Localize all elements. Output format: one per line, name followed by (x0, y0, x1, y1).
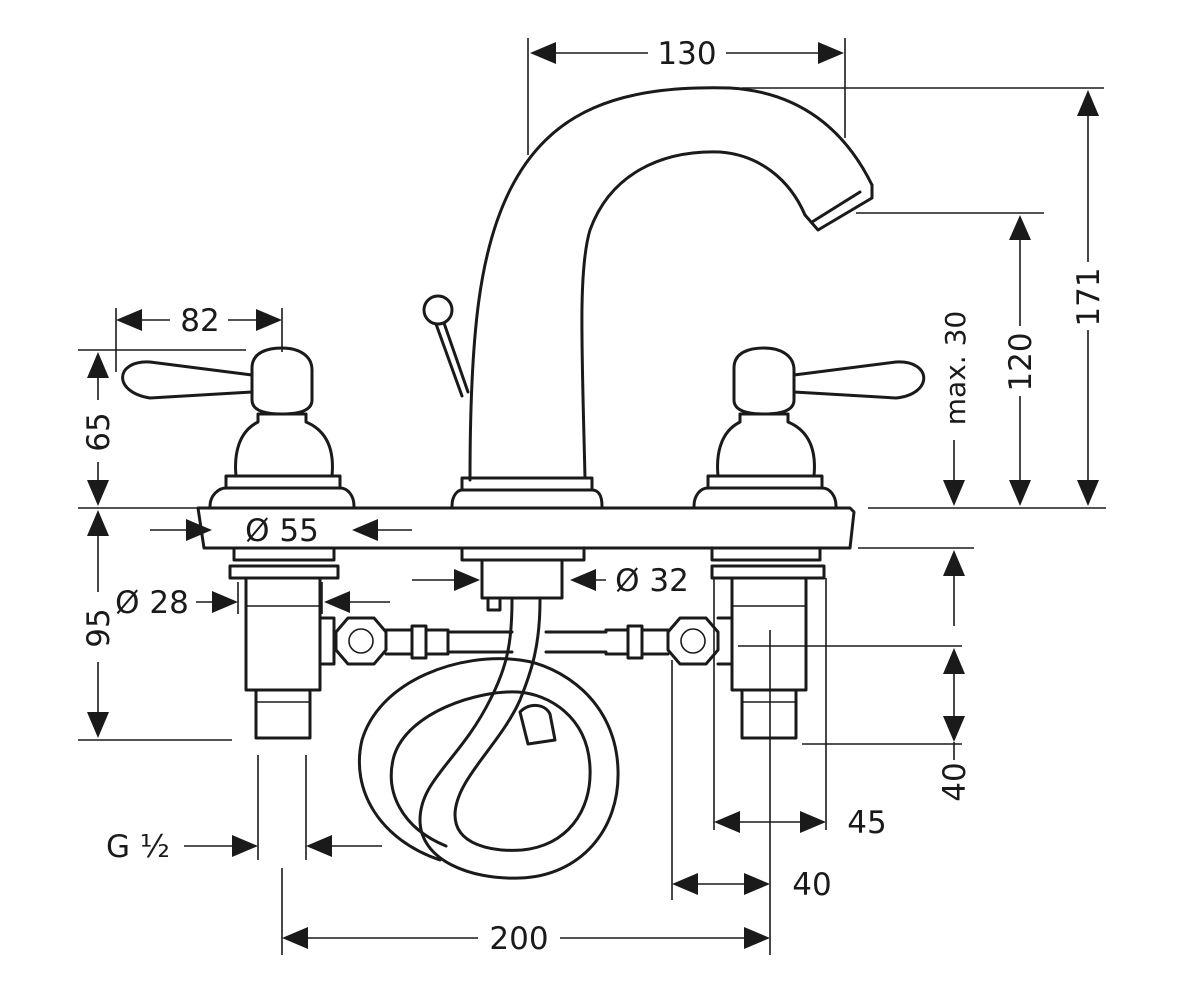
center-shank (480, 558, 564, 612)
dim-45-label: 45 (847, 805, 886, 841)
spout (450, 86, 874, 508)
dim-82-label: 82 (180, 303, 219, 339)
dim-65-label: 65 (81, 412, 117, 451)
dim-dia-28-label: Ø 28 (115, 585, 189, 621)
right-handle (692, 346, 926, 508)
dim-95: 95 (81, 510, 117, 738)
dim-dia-55: Ø 55 (150, 513, 412, 549)
right-valve-body (710, 546, 826, 740)
dim-40-horizontal: 40 (672, 867, 832, 903)
dim-dia-28: Ø 28 (115, 585, 390, 621)
deck-plate (196, 506, 856, 562)
dim-200-label: 200 (489, 921, 548, 957)
dim-130: 130 (530, 36, 844, 72)
dim-171-label: 171 (1071, 267, 1107, 326)
dim-40-vertical-label: 40 (937, 762, 973, 801)
dim-max-30-label: max. 30 (939, 311, 972, 425)
dim-171: 171 (1071, 90, 1107, 506)
dim-dia-32: Ø 32 (412, 563, 689, 599)
dim-65: 65 (81, 352, 117, 506)
dim-dia-55-label: Ø 55 (245, 513, 319, 549)
dim-120-label: 120 (1003, 332, 1039, 391)
dim-thread-label: G ½ (106, 829, 170, 865)
dim-dia-32-label: Ø 32 (615, 563, 689, 599)
dim-max-30: max. 30 (939, 311, 972, 506)
dim-120: 120 (1003, 215, 1039, 506)
dim-45: 45 (714, 805, 887, 841)
extension-lines (78, 38, 1106, 955)
left-valve-body (228, 546, 340, 740)
dim-95-label: 95 (81, 608, 117, 647)
dim-thread: G ½ (106, 829, 382, 865)
connector-hoses (334, 616, 720, 666)
dim-40-horizontal-label: 40 (792, 867, 831, 903)
dim-200: 200 (282, 921, 770, 957)
dim-130-label: 130 (657, 36, 716, 72)
left-handle (121, 346, 356, 508)
looped-hose (357, 598, 620, 880)
pop-up-rod (422, 294, 470, 398)
dim-40-vertical: 40 (937, 550, 973, 802)
dim-82: 82 (116, 303, 282, 339)
